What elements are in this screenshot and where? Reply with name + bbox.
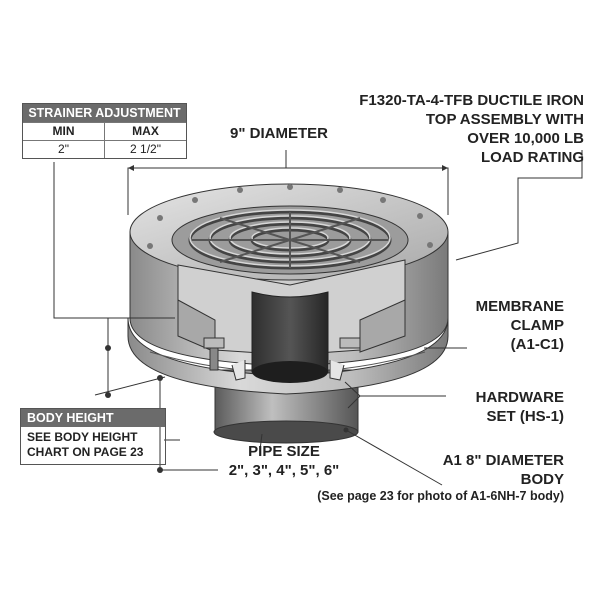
membrane-clamp-line-2: CLAMP <box>510 317 564 334</box>
membrane-clamp-line-3: (A1-C1) <box>510 336 564 353</box>
body-height-line-1: SEE BODY HEIGHT <box>27 430 138 444</box>
max-value: 2 1/2" <box>104 140 186 158</box>
top-assembly-line-2: TOP ASSEMBLY WITH <box>425 111 584 128</box>
hardware-set-line-2: SET (HS-1) <box>486 408 564 425</box>
dimension-markers <box>105 165 448 473</box>
min-value: 2" <box>23 140 104 158</box>
strainer-table-title: STRAINER ADJUSTMENT <box>23 104 186 122</box>
hardware-set-line-1: HARDWARE <box>475 389 564 406</box>
body-height-title: BODY HEIGHT <box>21 409 165 427</box>
body-height-text: SEE BODY HEIGHT CHART ON PAGE 23 <box>21 427 165 464</box>
diameter-label: 9" DIAMETER <box>230 125 328 142</box>
membrane-clamp-line-1: MEMBRANE <box>475 298 564 315</box>
hardware-bolt <box>203 337 361 371</box>
body-note: (See page 23 for photo of A1-6NH-7 body) <box>317 489 564 503</box>
top-assembly-line-1: F1320-TA-4-TFB DUCTILE IRON <box>359 92 584 109</box>
pipe-size-label: PIPE SIZE 2", 3", 4", 5", 6" <box>214 442 354 480</box>
body-line-2: BODY <box>520 471 564 488</box>
top-assembly-line-3: OVER 10,000 LB <box>467 130 584 147</box>
top-assembly-label: F1320-TA-4-TFB DUCTILE IRON TOP ASSEMBLY… <box>294 91 584 167</box>
body-label: A1 8" DIAMETER BODY <box>364 451 564 489</box>
min-header: MIN <box>23 122 104 140</box>
membrane-clamp-label: MEMBRANE CLAMP (A1-C1) <box>424 297 564 354</box>
pipe-size-values: 2", 3", 4", 5", 6" <box>228 462 340 479</box>
top-assembly-line-4: LOAD RATING <box>480 149 584 166</box>
max-header: MAX <box>104 122 186 140</box>
strainer-table-value-row: 2" 2 1/2" <box>23 140 186 158</box>
leader-lines <box>53 150 583 486</box>
strainer-adjustment-table: STRAINER ADJUSTMENT MIN MAX 2" 2 1/2" <box>22 103 187 159</box>
body-line-1: A1 8" DIAMETER <box>442 452 564 469</box>
body-height-box: BODY HEIGHT SEE BODY HEIGHT CHART ON PAG… <box>20 408 166 465</box>
hardware-set-label: HARDWARE SET (HS-1) <box>424 388 564 426</box>
cutaway-section <box>177 259 406 383</box>
strainer-table-header-row: MIN MAX <box>23 122 186 140</box>
body-height-line-2: CHART ON PAGE 23 <box>27 445 144 459</box>
pipe-size-title: PIPE SIZE <box>248 443 320 460</box>
